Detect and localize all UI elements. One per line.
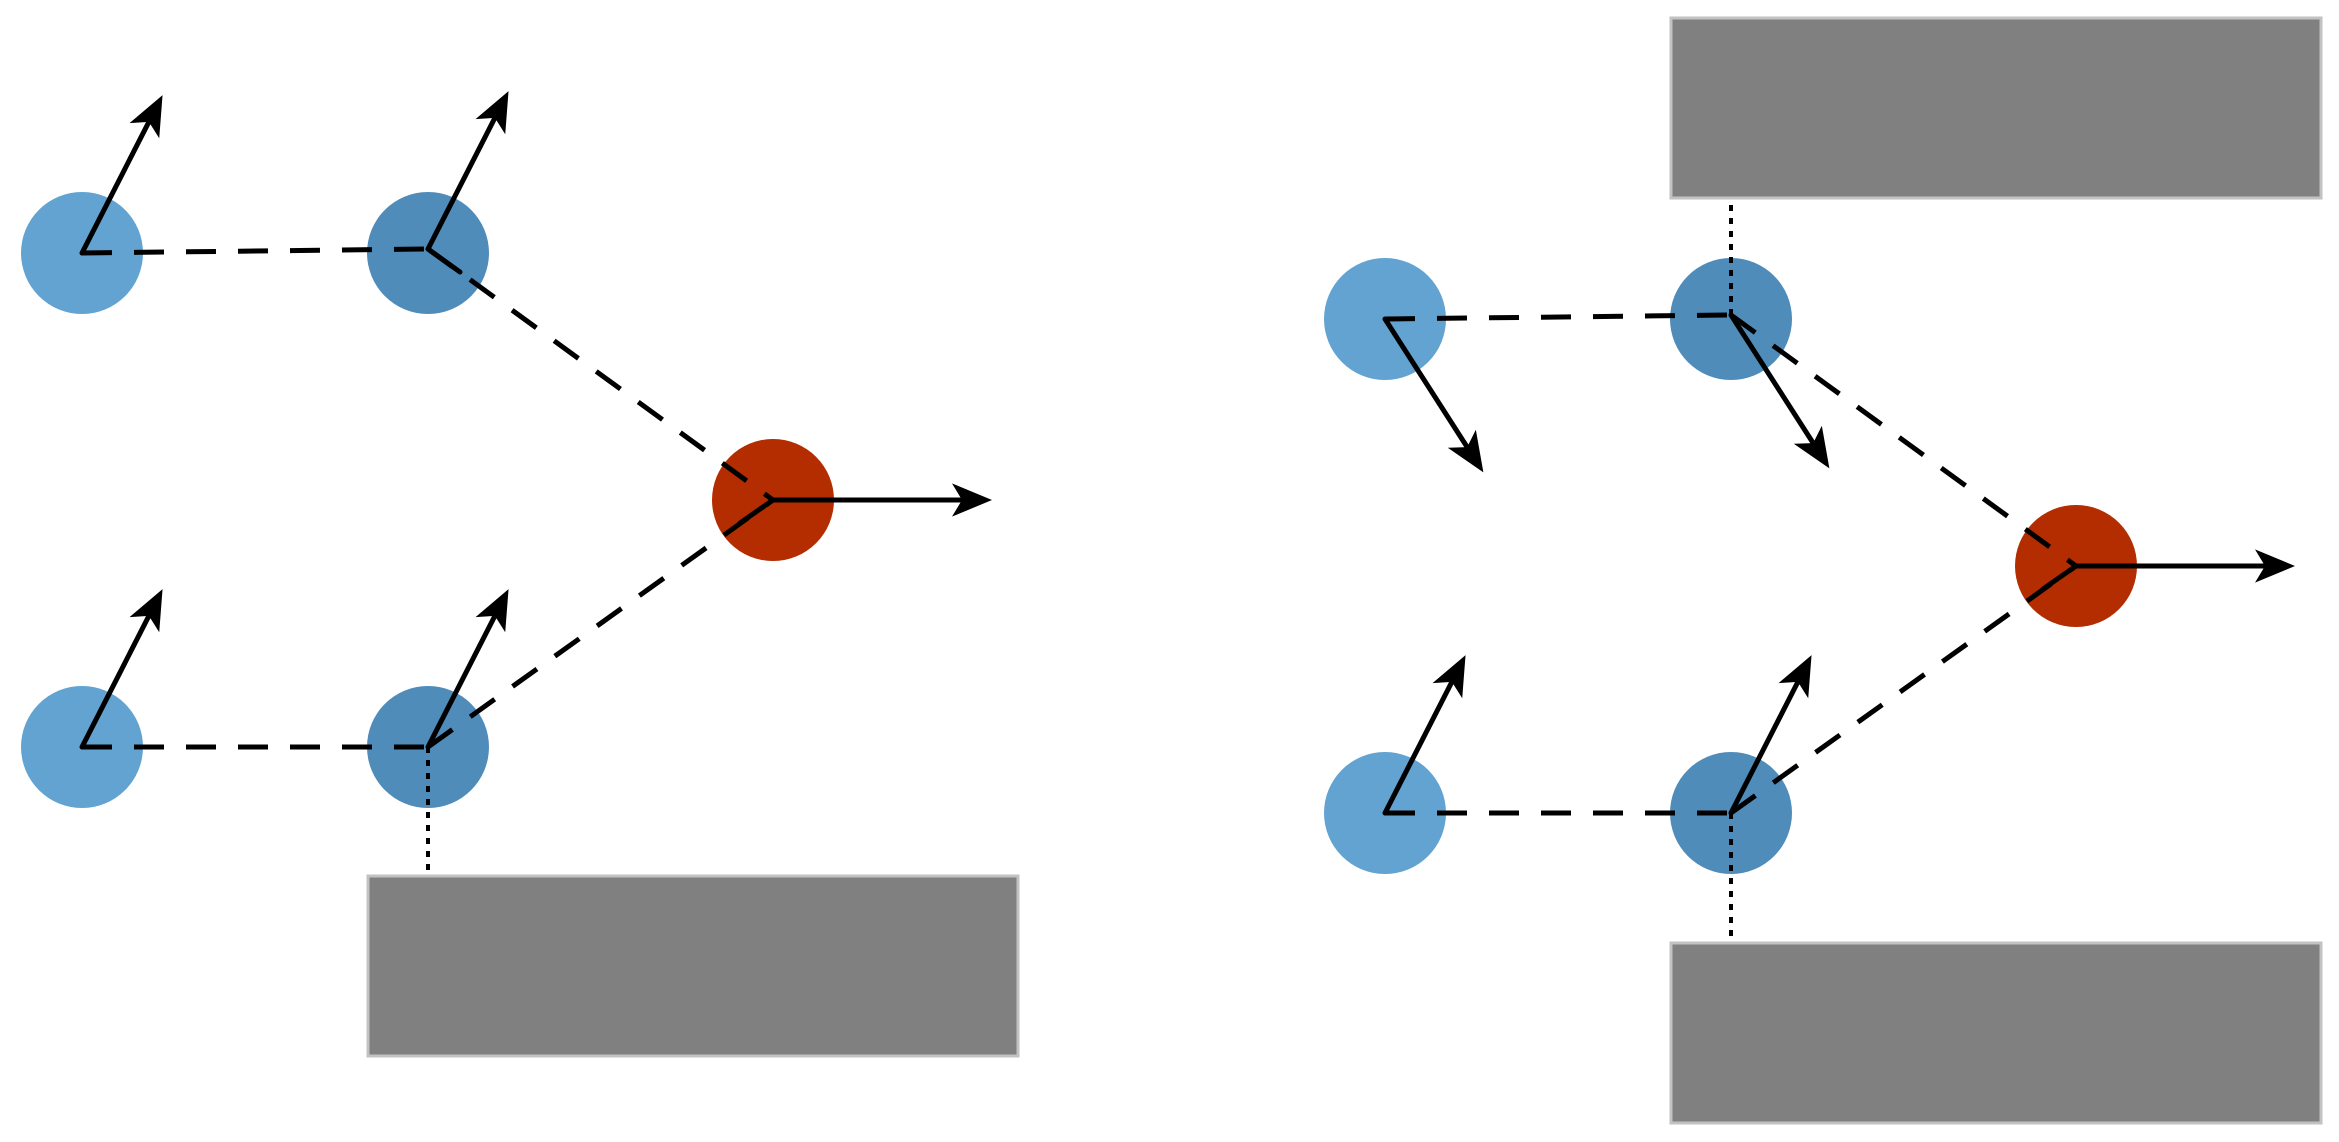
velocity-arrow bbox=[425, 589, 509, 750]
velocity-arrow bbox=[1382, 655, 1466, 816]
follower-node bbox=[367, 192, 489, 314]
velocity-arrow bbox=[1382, 316, 1484, 473]
link-line bbox=[426, 497, 775, 750]
link-line bbox=[1729, 312, 2078, 569]
hub-stroke bbox=[425, 246, 463, 275]
velocity-arrow bbox=[1728, 312, 1830, 469]
velocity-arrow bbox=[79, 589, 163, 750]
obstacle-top bbox=[1669, 16, 2323, 200]
link-line bbox=[426, 246, 775, 503]
left-panel bbox=[21, 91, 1020, 1058]
right-panel bbox=[1324, 16, 2323, 1125]
hub-stroke bbox=[2040, 563, 2079, 592]
obstacle-bottom bbox=[366, 874, 1020, 1058]
link-line bbox=[1729, 563, 2078, 816]
link-line bbox=[1384, 312, 1732, 322]
link-line bbox=[81, 246, 429, 256]
velocity-arrow bbox=[425, 91, 509, 252]
hub-stroke bbox=[737, 497, 776, 526]
velocity-arrow bbox=[1728, 655, 1812, 816]
obstacle-bottom bbox=[1669, 941, 2323, 1125]
velocity-arrow bbox=[79, 95, 163, 256]
